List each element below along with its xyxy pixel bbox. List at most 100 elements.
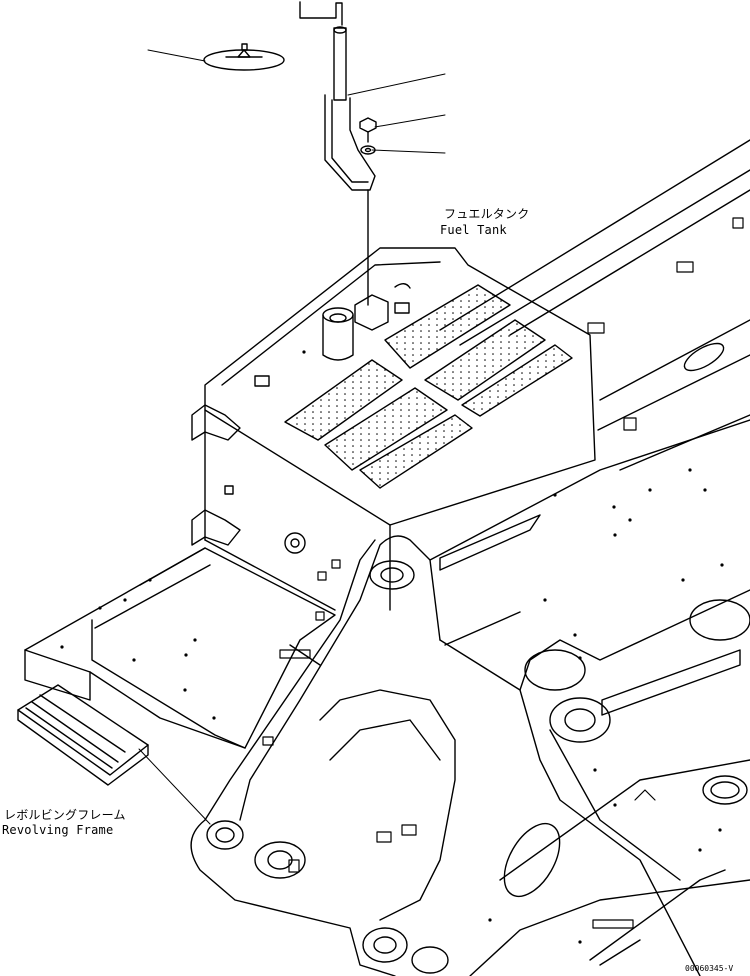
texture-dot [497,384,499,386]
texture-dot [412,336,414,338]
texture-dot [443,424,445,426]
texture-dot [476,312,478,314]
texture-dot [481,402,483,404]
texture-dot [404,348,406,350]
texture-dot [376,387,378,389]
texture-dot [516,341,518,343]
texture-dot [484,347,486,349]
texture-dot [384,433,386,435]
texture-dot [419,460,421,462]
texture-dot [395,460,397,462]
texture-dot [484,365,486,367]
texture-dot [363,472,365,474]
texture-dot [376,381,378,383]
texture-dot [435,448,437,450]
texture-dot [505,396,507,398]
texture-dot [376,451,378,453]
texture-dot [420,354,422,356]
texture-dot [412,360,414,362]
texture-dot [296,423,298,425]
texture-dot [320,399,322,401]
texture-dot [468,312,470,314]
texture-dot [545,372,547,374]
texture-dot [408,391,410,393]
texture-dot [400,415,402,417]
texture-dot [384,387,386,389]
texture-dot [392,433,394,435]
texture-dot [368,375,370,377]
revolving-frame-label-jp: レボルビングフレーム [4,808,126,822]
texture-dot [529,372,531,374]
texture-dot [411,442,413,444]
texture-dot [465,402,467,404]
texture-dot [508,323,510,325]
texture-dot [427,448,429,450]
texture-dot [328,417,330,419]
texture-dot [440,409,442,411]
texture-dot [443,436,445,438]
texture-dot [368,433,370,435]
texture-dot [416,409,418,411]
texture-dot [513,378,515,380]
texture-dot [424,415,426,417]
texture-dot [444,371,446,373]
non-slip-panel [284,359,403,441]
texture-dot [336,417,338,419]
texture-dot [388,342,390,344]
texture-dot [561,360,563,362]
texture-dot [344,439,346,441]
texture-dot [424,421,426,423]
texture-dot [368,445,370,447]
fuel-tank [191,247,596,611]
texture-dot [460,324,462,326]
texture-dot [444,324,446,326]
texture-dot [521,372,523,374]
texture-dot [344,393,346,395]
texture-dot [360,439,362,441]
texture-dot [400,403,402,405]
texture-dot [508,341,510,343]
texture-dot [304,429,306,431]
texture-dot [532,335,534,337]
texture-dot [376,375,378,377]
texture-dot [545,354,547,356]
texture-dot [467,424,469,426]
texture-dot [412,354,414,356]
texture-dot [524,347,526,349]
texture-dot [451,418,453,420]
non-slip-panel [359,414,473,489]
texture-dot [312,411,314,413]
texture-dot [443,430,445,432]
texture-dot [352,399,354,401]
texture-dot [476,288,478,290]
texture-dot [328,399,330,401]
texture-dot [352,457,354,459]
texture-dot [428,336,430,338]
texture-dot [368,387,370,389]
texture-dot [400,397,402,399]
texture-dot [468,365,470,367]
texture-dot [296,417,298,419]
texture-dot [489,408,491,410]
texture-dot [436,342,438,344]
texture-dot [360,393,362,395]
texture-dot [452,330,454,332]
texture-dot [492,347,494,349]
texture-dot [336,423,338,425]
texture-dot [460,318,462,320]
texture-dot [428,324,430,326]
texture-dot [432,403,434,405]
drawing-code: 00060345-V [685,964,734,973]
texture-dot [460,359,462,361]
texture-dot [500,329,502,331]
texture-dot [419,454,421,456]
texture-dot [492,306,494,308]
washer-part [360,145,376,155]
texture-dot [545,366,547,368]
texture-dot [419,436,421,438]
texture-dot [529,378,531,380]
texture-dot [460,383,462,385]
texture-dot [352,387,354,389]
texture-dot [444,389,446,391]
texture-dot [403,466,405,468]
